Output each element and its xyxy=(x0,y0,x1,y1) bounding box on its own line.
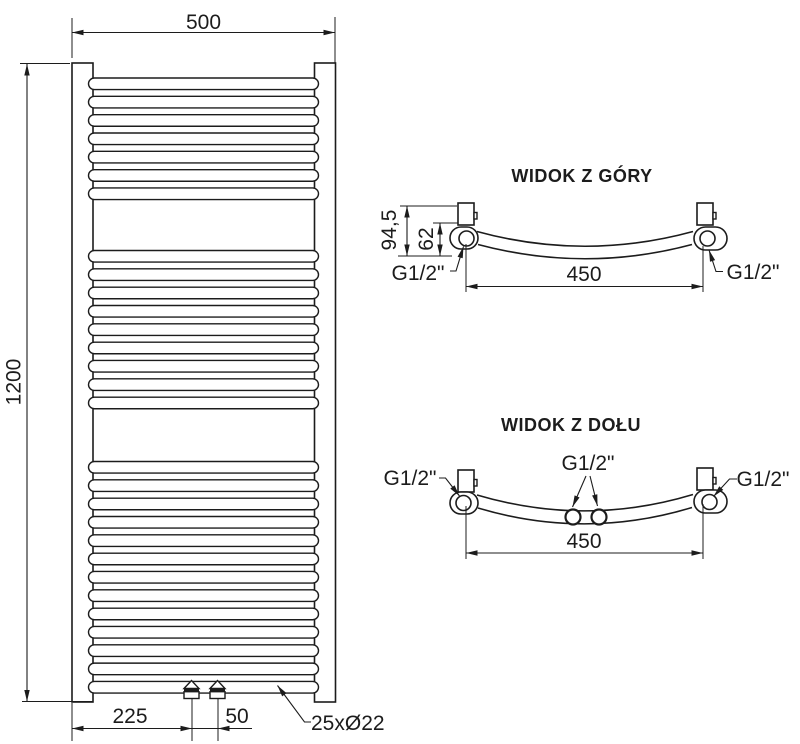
dim-offset-left-label: 225 xyxy=(112,705,147,728)
bottom-valve-right xyxy=(208,679,227,700)
tube-count-note: 25xØ22 xyxy=(277,685,385,735)
dimension-span-top: 450 xyxy=(465,244,704,292)
rung xyxy=(87,497,320,511)
tube-curve-front-edge xyxy=(476,493,694,512)
top-view-port-left xyxy=(458,230,475,247)
rung xyxy=(87,378,320,392)
rung xyxy=(87,77,320,91)
bottom-view-title: WIDOK Z DOŁU xyxy=(501,415,641,435)
bottom-view-port-left xyxy=(455,494,472,512)
dim-depth-axis-label: 62 xyxy=(415,227,438,250)
thread-label-bottom-left: G1/2" xyxy=(384,467,460,497)
top-view: WIDOK Z GÓRY 94,5 62 xyxy=(378,165,779,292)
rung-group-container xyxy=(87,77,320,694)
rung xyxy=(87,249,320,263)
top-view-valve-left xyxy=(457,202,475,226)
bottom-view-port-right xyxy=(701,493,718,511)
thread-label-bottom-center: G1/2" xyxy=(562,452,615,508)
tube-curve-back-edge xyxy=(477,243,693,260)
dim-valve-spacing-label: 50 xyxy=(225,705,248,728)
valve-tab xyxy=(473,478,478,487)
dim-width-label: 500 xyxy=(186,11,221,34)
rung xyxy=(87,150,320,164)
rung xyxy=(87,341,320,355)
rung xyxy=(87,95,320,109)
rung xyxy=(87,644,320,658)
valve-tab xyxy=(473,211,478,220)
rung xyxy=(87,132,320,146)
dimension-span-bottom: 450 xyxy=(465,504,704,559)
rung xyxy=(87,460,320,474)
rung xyxy=(87,534,320,548)
tube-curve-front-edge xyxy=(476,230,694,247)
rung xyxy=(87,359,320,373)
front-view: 500 1200 225 50 25xØ22 xyxy=(3,11,385,741)
bottom-view-valve-right xyxy=(696,467,714,491)
dimension-height-1200: 1200 xyxy=(3,63,93,702)
top-view-port-right xyxy=(699,230,716,247)
rung xyxy=(87,570,320,584)
rung xyxy=(87,680,320,694)
rung xyxy=(87,589,320,603)
rung xyxy=(87,552,320,566)
thread-bottom-right-label: G1/2" xyxy=(737,468,790,491)
rung xyxy=(87,168,320,182)
rung xyxy=(87,662,320,676)
tube-curve-back-edge xyxy=(477,506,693,525)
valve-tab xyxy=(712,476,717,485)
thread-bottom-center-label: G1/2" xyxy=(562,452,615,475)
dim-span-bottom-label: 450 xyxy=(566,530,601,553)
rung xyxy=(87,479,320,493)
bottom-valve-left xyxy=(182,679,201,700)
top-view-valve-right xyxy=(696,202,714,226)
rung xyxy=(87,625,320,639)
thread-label-top-right: G1/2" xyxy=(708,249,780,284)
dimension-depth-axis: 62 xyxy=(415,222,458,256)
dimension-bottom-offsets: 225 50 xyxy=(72,705,252,732)
center-port-left xyxy=(564,508,582,526)
top-view-title: WIDOK Z GÓRY xyxy=(511,165,652,186)
rung xyxy=(87,304,320,318)
thread-label-top-left: G1/2" xyxy=(392,246,465,285)
bottom-view: WIDOK Z DOŁU 450 G1/2" G1 xyxy=(384,415,790,559)
bottom-view-valve-left xyxy=(457,469,475,493)
rung xyxy=(87,607,320,621)
thread-label-bottom-right: G1/2" xyxy=(713,468,790,497)
dimension-width-500: 500 xyxy=(71,11,336,63)
dim-span-top-label: 450 xyxy=(566,263,601,286)
tube-count-label: 25xØ22 xyxy=(311,712,385,735)
dimension-depth-total: 94,5 xyxy=(378,205,457,256)
center-port-right xyxy=(590,508,608,526)
valve-tab xyxy=(712,211,717,220)
rung xyxy=(87,396,320,410)
rung xyxy=(87,515,320,529)
rung xyxy=(87,268,320,282)
rung xyxy=(87,323,320,337)
rung xyxy=(87,113,320,127)
thread-top-left-label: G1/2" xyxy=(392,262,445,285)
dim-depth-total-label: 94,5 xyxy=(378,210,401,251)
thread-bottom-left-label: G1/2" xyxy=(384,467,437,490)
rung xyxy=(87,187,320,201)
thread-top-right-label: G1/2" xyxy=(727,261,780,284)
rung xyxy=(87,286,320,300)
dim-height-label: 1200 xyxy=(3,359,26,406)
